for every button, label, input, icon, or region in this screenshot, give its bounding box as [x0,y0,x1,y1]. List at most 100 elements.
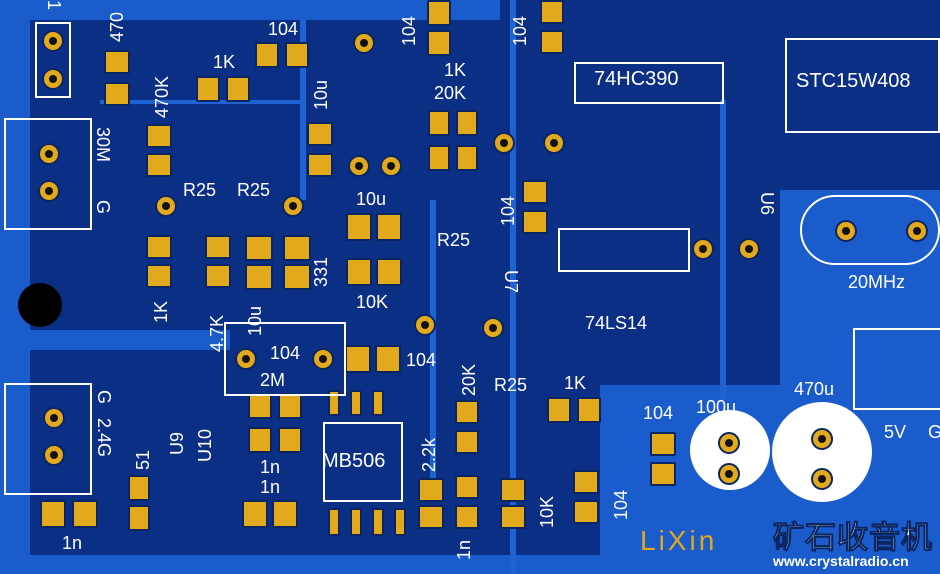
through-hole-pad [543,132,565,154]
smd-pad [146,264,172,288]
smd-pad [307,122,333,146]
smd-pad [522,210,548,234]
label: 1K [444,60,467,80]
through-hole-pad [493,132,515,154]
smd-pad [540,0,564,24]
smd-pad [456,145,478,171]
crystal-pad [835,220,857,242]
smd-pad [427,30,451,56]
through-hole-pad [348,155,370,177]
label: U6 [757,192,777,216]
label: R25 [183,180,217,200]
through-hole-pad [692,238,714,260]
smd-pad [428,110,450,136]
label: 104 [643,403,674,423]
through-hole-pad [43,444,65,466]
label: 1n [454,539,474,560]
trace [510,0,516,574]
smd-pad [104,82,130,106]
label: 1n [260,477,281,497]
smd-pad [375,345,401,373]
smd-pad [272,500,298,528]
label: 1K [213,52,236,72]
smd-pad [196,76,220,102]
label: 4.7K [207,314,227,352]
smd-pad [427,0,451,26]
through-hole-pad [811,468,833,490]
through-hole-pad [155,195,177,217]
smd-pad [573,500,599,524]
label: 5V [884,422,907,442]
smd-pad [146,153,172,177]
label: 20K [434,83,467,103]
through-hole-pad [738,238,760,260]
smd-pad [285,42,309,68]
label: G [94,390,114,405]
label: U9 [167,431,187,455]
smd-pad [346,258,372,286]
smd-pad [500,505,526,529]
smd-pad [226,76,250,102]
smd-pad [522,180,548,204]
smd-pad [307,153,333,177]
smd-pad [283,235,311,261]
r2m-outline [224,322,346,396]
label: 104 [611,489,631,520]
smd-pad [372,508,384,536]
smd-pad [650,432,676,456]
smd-pad [146,124,172,148]
label: 104 [498,195,518,226]
crystalradio-url: www.crystalradio.cn [773,553,909,569]
label: 20K [459,363,479,396]
ic-74hc390-outline [574,62,724,104]
through-hole-pad [414,314,436,336]
smd-pad [248,427,272,453]
label: 100u [696,397,737,417]
through-hole-pad [235,348,257,370]
label: R25 [494,375,528,395]
through-hole-pad [43,407,65,429]
smd-pad [376,213,402,241]
ic-mb506-outline [323,422,403,502]
smd-pad [40,500,66,528]
smd-pad [455,505,479,529]
label: 2.4G [94,418,114,458]
label: R25 [237,180,271,200]
label: 104 [268,19,299,39]
through-hole-pad [42,68,64,90]
label: 74LS14 [585,313,648,333]
smd-pad [128,475,150,501]
smd-pad [345,345,371,373]
through-hole-pad [312,348,334,370]
smd-pad [418,478,444,502]
label: 20MHz [848,272,906,292]
smd-pad [376,258,402,286]
smd-pad [328,390,340,416]
crystalradio-logo-title: 矿石收音机 [773,520,933,556]
copper-pour-mid [0,330,230,350]
smd-pad [278,393,302,419]
smd-pad [346,213,372,241]
ic-74ls14-outline [558,228,690,272]
label: 1K [151,300,171,323]
label: 1n [62,533,83,553]
label: 51 [133,449,153,470]
label: 331 [311,256,331,287]
smd-pad [540,30,564,54]
smd-pad [245,235,273,261]
through-hole-pad [718,463,740,485]
smd-pad [205,235,231,259]
through-hole-pad [380,155,402,177]
smd-pad [455,475,479,499]
label: 104 [399,15,419,46]
label: 2M [260,370,286,390]
smd-pad [245,264,273,290]
through-hole-pad [282,195,304,217]
label: 470 [107,11,127,42]
smd-pad [72,500,98,528]
smd-pad [328,508,340,536]
crystal-pad [906,220,928,242]
trace [300,20,306,200]
smd-pad [248,393,272,419]
copper-pour-bottom [0,555,940,574]
